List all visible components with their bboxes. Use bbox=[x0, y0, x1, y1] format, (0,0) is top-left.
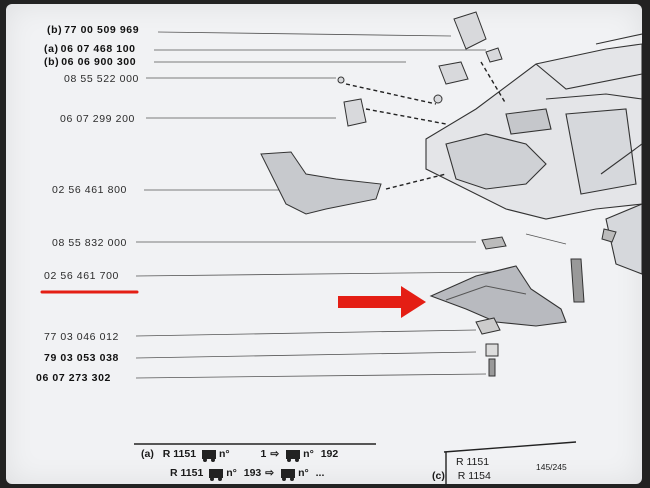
leader-line bbox=[135, 271, 497, 277]
car-icon bbox=[201, 449, 216, 462]
bracket-part bbox=[343, 98, 367, 127]
car-icon bbox=[286, 449, 301, 462]
arrow-right-icon: ⇨ bbox=[265, 467, 275, 479]
part-label-p2: (a)06 07 468 100 bbox=[44, 43, 136, 55]
clip-part bbox=[438, 61, 469, 85]
leader-line bbox=[157, 31, 452, 37]
part-label-p6: 02 56 461 800 bbox=[52, 184, 127, 196]
leader-line bbox=[135, 373, 487, 379]
parts-catalog-page: (b)77 00 509 969 (a)06 07 468 100 (b)06 … bbox=[6, 4, 642, 484]
part-label-p10: 79 03 053 038 bbox=[44, 352, 119, 364]
clip-part bbox=[475, 317, 501, 335]
car-icon bbox=[209, 468, 224, 481]
clip-part bbox=[485, 47, 503, 63]
side-panel-part bbox=[260, 151, 382, 215]
clip-part bbox=[601, 228, 617, 243]
screw-part bbox=[337, 76, 345, 84]
part-label-p7: 08 55 832 000 bbox=[52, 237, 127, 249]
part-label-p1: (b)77 00 509 969 bbox=[47, 24, 140, 36]
clip-part bbox=[481, 236, 507, 250]
part-label-p11: 06 07 273 302 bbox=[36, 372, 111, 384]
nut-part bbox=[433, 94, 443, 104]
part-label-p9: 77 03 046 012 bbox=[44, 331, 119, 343]
bolt-part bbox=[488, 358, 496, 377]
part-label-p8: 02 56 461 700 bbox=[44, 270, 119, 282]
car-icon bbox=[281, 468, 296, 481]
table-row-a: (a) R 1151 n° 1⇨n° 192 bbox=[141, 448, 339, 462]
table-row-c-range: 145/245 bbox=[536, 462, 567, 472]
part-label-p3: (b)06 06 900 300 bbox=[44, 56, 137, 68]
washer-part bbox=[485, 343, 499, 357]
table-row-c: (c) R 1154 bbox=[432, 470, 491, 482]
highlighted-panel-part bbox=[429, 265, 567, 327]
leader-line bbox=[525, 233, 567, 245]
leader-line bbox=[135, 351, 477, 359]
arrow-right-icon bbox=[338, 286, 426, 318]
table-row-b: R 1151 n° 193⇨n° ... bbox=[170, 467, 325, 481]
bolt-part bbox=[570, 258, 585, 303]
car-body-drawing bbox=[425, 33, 642, 275]
part-label-p4: 08 55 522 000 bbox=[64, 73, 139, 85]
bracket-part bbox=[453, 11, 487, 50]
part-label-p5: 06 07 299 200 bbox=[60, 113, 135, 125]
leader-line bbox=[135, 329, 477, 337]
exploded-parts-diagram bbox=[40, 11, 642, 484]
table-row-c-model: R 1151 bbox=[456, 456, 490, 468]
arrow-right-icon: ⇨ bbox=[270, 448, 280, 460]
